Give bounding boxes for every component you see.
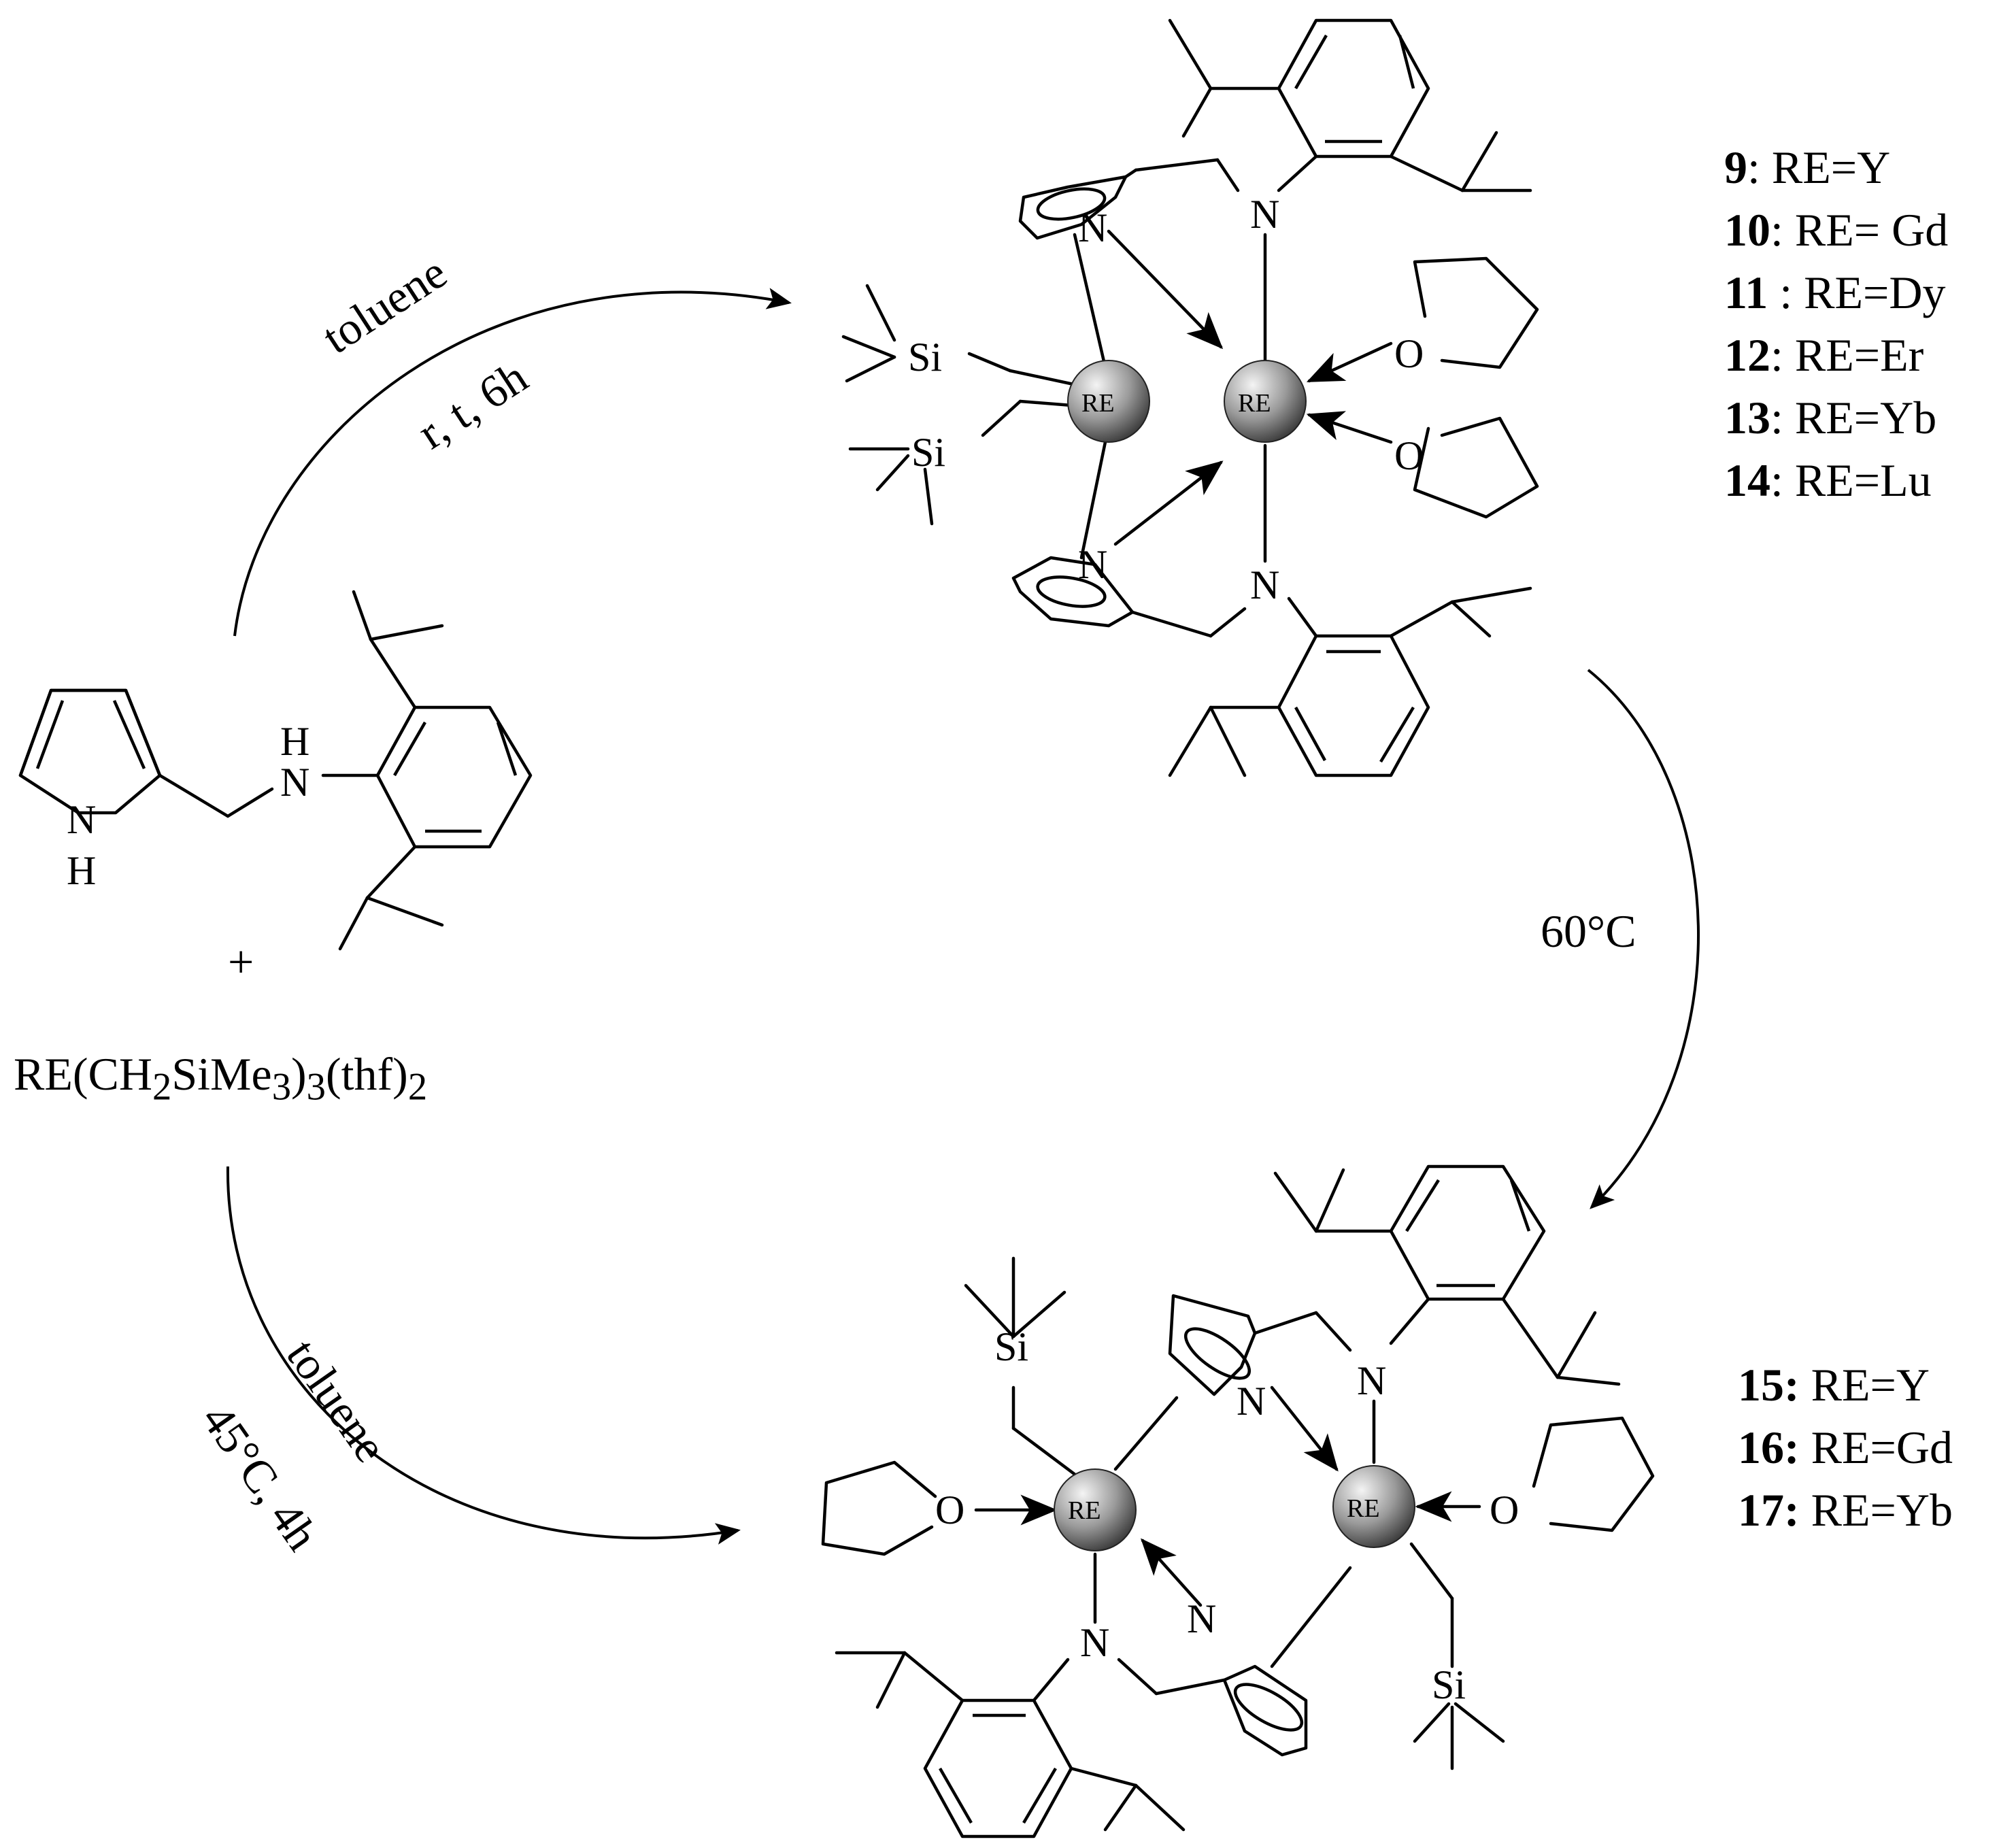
- atom-N-bot3: N: [1080, 1620, 1109, 1665]
- atom-N-top4: N: [1250, 562, 1279, 607]
- bottom-complex: [821, 1164, 1655, 1838]
- RE-label-tr: RE: [1238, 389, 1271, 418]
- compound-15: 15: RE=Y: [1738, 1359, 1930, 1411]
- compound-11: 11 : RE=Dy: [1724, 267, 1946, 318]
- compound-16: 16: RE=Gd: [1738, 1422, 1953, 1473]
- compound-12: 12: RE=Er: [1724, 329, 1924, 381]
- metal-RE-top-left: [1067, 360, 1150, 443]
- atom-Si-br: Si: [1432, 1662, 1466, 1707]
- atom-O-bot1: O: [935, 1488, 964, 1532]
- plus-sign: +: [228, 936, 254, 988]
- atom-N-bot2: N: [1237, 1379, 1266, 1424]
- RE-label-br: RE: [1347, 1494, 1380, 1523]
- arrow-upper: [233, 288, 792, 637]
- atom-H-pyrrole: H: [67, 848, 96, 893]
- precursor-formula: RE(CH2SiMe3)3(thf)2: [14, 1048, 428, 1109]
- compound-9: 9: RE=Y: [1724, 141, 1891, 193]
- atom-Si-tl1: Si: [908, 335, 942, 380]
- compound-list-top: 9: RE=Y 10: RE= Gd 11 : RE=Dy 12: RE=Er …: [1724, 136, 1948, 511]
- atom-O-top1: O: [1394, 331, 1424, 376]
- atom-N-amine: N: [280, 760, 309, 805]
- metal-RE-top-right: [1224, 360, 1307, 443]
- condition-right-temp: 60°C: [1541, 905, 1636, 957]
- atom-N-top1: N: [1078, 205, 1107, 250]
- RE-label-tl: RE: [1081, 389, 1115, 418]
- atom-N-top3: N: [1078, 542, 1107, 587]
- top-complex: [841, 18, 1539, 777]
- atom-O-top2: O: [1394, 433, 1424, 478]
- atom-N-top2: N: [1250, 192, 1279, 237]
- compound-14: 14: RE=Lu: [1724, 454, 1932, 506]
- RE-label-bl: RE: [1068, 1496, 1101, 1525]
- atom-H-amine: H: [280, 719, 309, 764]
- metal-RE-bottom-left: [1054, 1468, 1137, 1551]
- pyrrole-ligand: [18, 590, 533, 951]
- metal-RE-bottom-right: [1332, 1465, 1415, 1548]
- atom-N-bot1: N: [1357, 1358, 1386, 1403]
- compound-17: 17: RE=Yb: [1738, 1484, 1953, 1536]
- atom-O-bot2: O: [1490, 1488, 1519, 1532]
- atom-N-bot4: N: [1187, 1596, 1216, 1641]
- compound-13: 13: RE=Yb: [1724, 392, 1937, 443]
- atom-Si-bl: Si: [994, 1324, 1028, 1369]
- arrow-right: [1587, 669, 1700, 1209]
- atom-Si-tl2: Si: [911, 430, 945, 475]
- compound-list-bottom: 15: RE=Y 16: RE=Gd 17: RE=Yb: [1738, 1354, 1953, 1541]
- arrow-lower: [226, 1166, 741, 1545]
- compound-10: 10: RE= Gd: [1724, 204, 1949, 256]
- atom-N-pyrrole: N: [67, 797, 96, 842]
